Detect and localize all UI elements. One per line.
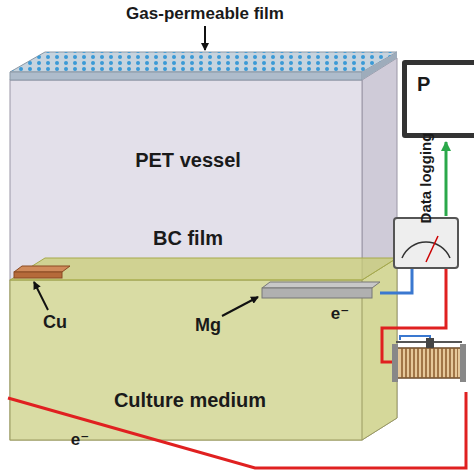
part-label: BC film (153, 227, 223, 249)
electron-label: e⁻ (331, 305, 349, 324)
rheostat-body (396, 348, 462, 378)
copper-electrode (14, 266, 70, 272)
magnesium-electrode (262, 282, 380, 288)
title-label: Gas-permeable film (126, 5, 284, 24)
rheostat-end (392, 344, 398, 382)
leader-arrow (204, 26, 206, 50)
part-label: Mg (195, 316, 221, 336)
meter-needle (426, 236, 438, 262)
gas-film-top (10, 52, 397, 72)
meter-dial (402, 242, 450, 258)
magnesium-electrode-edge (262, 288, 372, 298)
process-label: Data logging (418, 133, 435, 224)
culture-medium (10, 258, 397, 440)
gas-film-edge (10, 72, 362, 80)
part-label: Cu (43, 313, 67, 333)
rheostat-end (460, 344, 466, 382)
vessel-front (10, 80, 362, 280)
data-arrow (445, 142, 448, 216)
part-label: Culture medium (114, 389, 266, 411)
blue-wire (380, 268, 412, 293)
electron-label: e⁻ (71, 431, 89, 450)
part-label: PET vessel (135, 149, 241, 171)
gas-film-side (362, 52, 397, 80)
meter-symbol (394, 218, 458, 268)
computer-monitor: P (402, 60, 474, 138)
culture-medium-front (10, 280, 362, 440)
rheostat-coil (400, 348, 458, 378)
bc-film (10, 258, 397, 280)
gas-film-pores (10, 52, 397, 72)
leader-arrow (34, 282, 48, 310)
copper-electrode-edge (14, 272, 62, 278)
leader-arrow (222, 297, 258, 316)
screen-text: P (417, 73, 474, 96)
rheostat-slider (426, 338, 434, 348)
